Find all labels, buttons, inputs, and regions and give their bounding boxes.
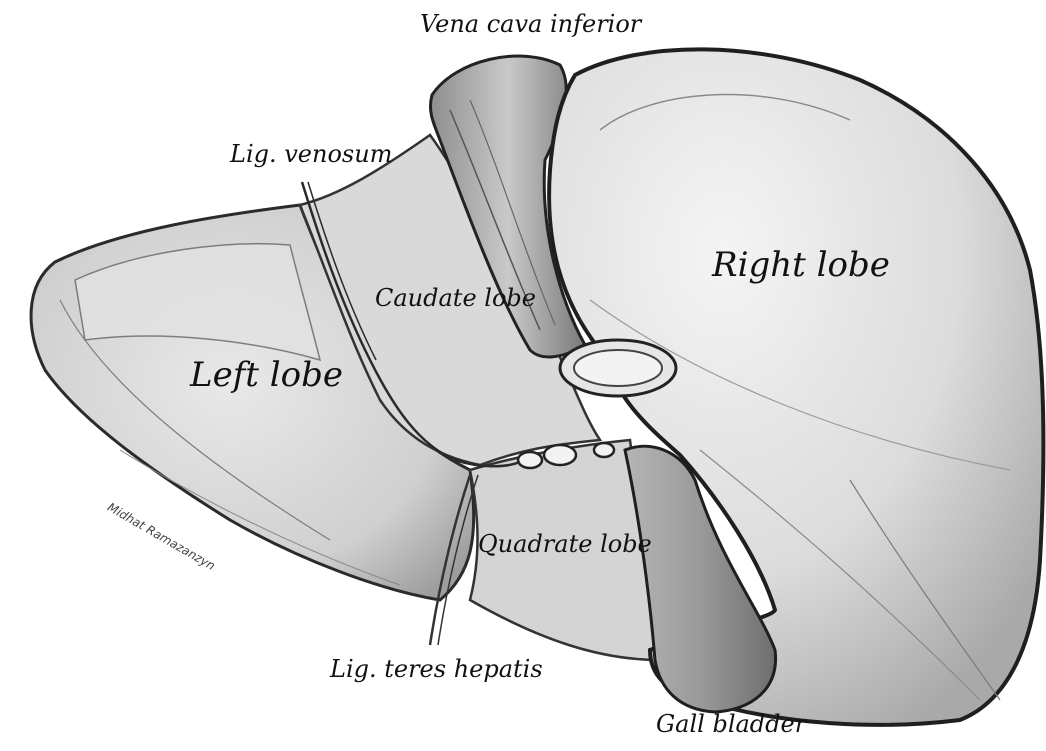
portal-vessel-3 xyxy=(594,443,614,457)
label-left-lobe: Left lobe xyxy=(190,355,343,395)
label-gall-bladder: Gall bladder xyxy=(656,710,806,738)
portal-vessel-2 xyxy=(544,445,576,465)
label-caudate-lobe: Caudate lobe xyxy=(375,284,536,312)
label-lig-teres-hepatis: Lig. teres hepatis xyxy=(330,655,543,683)
label-lig-venosum: Lig. venosum xyxy=(230,140,392,168)
label-right-lobe: Right lobe xyxy=(712,245,890,285)
label-quadrate-lobe: Quadrate lobe xyxy=(478,530,652,558)
label-vena-cava: Vena cava inferior xyxy=(420,10,641,38)
portal-vessel-1 xyxy=(518,452,542,468)
